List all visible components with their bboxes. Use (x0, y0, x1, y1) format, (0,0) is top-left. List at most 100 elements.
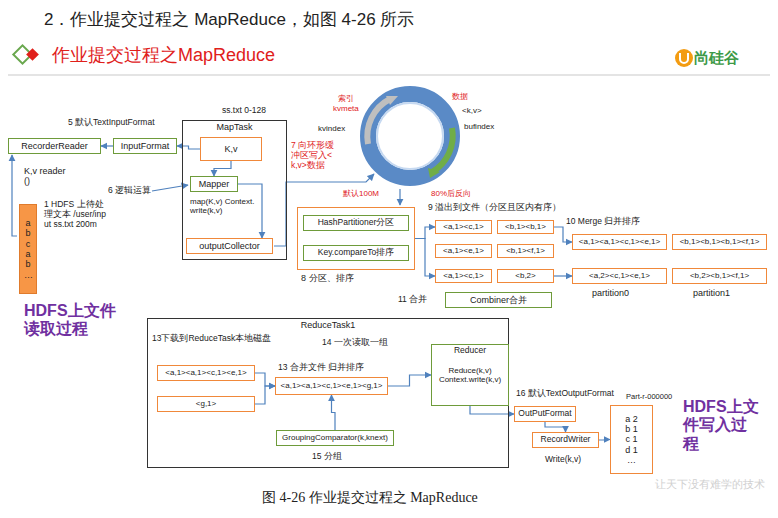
step-note: 14 一次读取一组 (322, 338, 388, 348)
text-holder: HDFS上文件读取过程 (24, 302, 124, 339)
step-note: 9 溢出到文件（分区且区内有序） (428, 203, 561, 213)
ring-arrow (432, 128, 453, 172)
flow-arrow (554, 227, 572, 242)
write-arrow (274, 174, 374, 246)
flow-arrow (388, 375, 431, 386)
spill-box: <a,1><e,1> (435, 244, 492, 258)
merge-box: <a,1><a,1><c,1><e,1> (572, 234, 667, 250)
step-note: 5 默认TextInputFormat (68, 118, 155, 128)
merge-box: <b,2><b,1><f,1> (672, 268, 767, 284)
box-text: <a,1><c,1> (443, 271, 483, 280)
text-holder: K,v reader() (24, 166, 66, 187)
process-box: GroupingComparator(k,knext) (276, 430, 394, 446)
text-holder: ss.txt 0-128 (222, 106, 266, 116)
box-text: <b,2><b,1><f,1> (690, 271, 749, 280)
text-holder: HDFS上文件写入过程 (683, 398, 761, 453)
text-holder: 16 默认TextOutputFormat (516, 389, 614, 399)
step-note: 15 分组 (312, 452, 342, 462)
box-text: GroupingComparator(k,knext) (282, 433, 388, 442)
text-holder: 14 一次读取一组 (322, 338, 388, 348)
spill-box: <b,2> (497, 269, 554, 283)
process-box: InputFormat (113, 138, 177, 154)
flow-arrow (599, 439, 610, 441)
box-text: a b c a b … (24, 218, 32, 280)
ring-buffer (368, 94, 452, 178)
text-holder: 2．作业提交过程之 MapReduce，如图 4-26 所示 (44, 10, 414, 30)
step-note: 13 合并文件 归并排序 (278, 363, 364, 373)
text-holder: <k,v> (462, 106, 482, 115)
ring-arrow (367, 99, 390, 144)
process-box: ReducerReduce(k,v) Context.write(k,v) (431, 344, 509, 406)
spill-arrow (399, 189, 400, 205)
box-text: Combiner合并 (470, 295, 527, 305)
process-box: RecorderReader (8, 138, 101, 154)
step-note: 6 逻辑运算 (108, 186, 151, 196)
merge-box: <a,1><a,1><c,1><e,1><g,1> (275, 377, 388, 395)
read-arrow (12, 155, 17, 236)
box-text: a 2 b 1 c 1 d 1 … (624, 414, 640, 466)
text-holder: 让天下没有难学的技术 (655, 478, 765, 491)
section-label: HDFS上文件读取过程 (24, 302, 124, 339)
record-box: K,v (200, 137, 262, 161)
code-note: map(K,v) Context.write(k,v) (190, 197, 260, 215)
text-holder: 9 溢出到文件（分区且区内有序） (428, 203, 561, 213)
box-text: <a,2><c,1><e,1> (589, 271, 650, 280)
text-holder: 11 合并 (398, 295, 427, 305)
header-rule (8, 75, 770, 76)
split-label: ss.txt 0-128 (222, 106, 266, 116)
merge-box: <g,1> (157, 396, 255, 412)
spill-box: <a,1><c,1> (435, 269, 492, 283)
text-holder: 7 向环形缓冲区写入<k,v>数据 (291, 141, 337, 170)
partition-label: partition0 (592, 288, 629, 298)
buffer-label: <k,v> (462, 106, 482, 115)
text-holder: 15 分组 (312, 452, 342, 462)
file-name: Part-r-000000 (626, 393, 672, 402)
box-text: outputCollector (199, 241, 260, 251)
task-box: MapTaskK,vMapper outputCollector (182, 120, 287, 260)
flow-arrow (415, 227, 435, 239)
process-box: Combiner合并 (445, 292, 552, 308)
document-title: 2．作业提交过程之 MapReduce，如图 4-26 所示 (44, 10, 414, 30)
file-strip: a b c a b … (19, 204, 37, 294)
text-holder: 13 合并文件 归并排序 (278, 363, 364, 373)
text-holder: 作业提交过程之MapReduce (52, 45, 275, 66)
box-text: Mapper (199, 179, 230, 189)
box-text: InputFormat (121, 141, 170, 151)
text-holder: 索引 (338, 94, 354, 103)
step-note: 11 合并 (398, 295, 427, 305)
box-text: <a,1><e,1> (443, 246, 484, 255)
step-note: 16 默认TextOutputFormat (516, 389, 614, 399)
buffer-label: 索引 (338, 94, 354, 103)
slide-heading: 作业提交过程之MapReduce (52, 45, 275, 66)
box-text: <a,1><a,1><c,1><e,1><g,1> (281, 381, 383, 390)
flow-arrow (214, 161, 231, 176)
box-text: <b,2> (515, 271, 535, 280)
step-note: K,v reader() (24, 166, 66, 187)
spill-box: <b,1><b,1> (497, 220, 554, 234)
box-text: RecorderReader (21, 141, 88, 151)
text-holder: 80%后反向 (431, 189, 471, 198)
text-holder: 1 HDFS 上待处理文本 /user/input ss.txt 200m (44, 200, 106, 229)
text-holder: Write(k,v) (545, 455, 581, 465)
output-file: a 2 b 1 c 1 d 1 … (610, 405, 653, 474)
process-box: Key.compareTo排序 (303, 245, 409, 261)
buffer-label: 默认100M (343, 189, 379, 198)
box-text: Reducer (454, 346, 486, 356)
ring-arrow (386, 96, 398, 105)
box-text: MapTask (216, 122, 252, 132)
merge-box: <a,1><a,1><c,1><e,1> (157, 365, 255, 381)
section-label: HDFS上文件写入过程 (683, 398, 761, 453)
logo-icon (675, 49, 693, 67)
text-holder: 默认100M (343, 189, 379, 198)
box-text: HashPartitioner分区 (318, 218, 395, 228)
process-box: outputCollector (186, 238, 273, 254)
buffer-label: 80%后反向 (431, 189, 471, 198)
flow-arrow (554, 275, 572, 276)
box-text: <a,1><c,1> (443, 222, 483, 231)
flow-arrow (238, 184, 262, 238)
box-text: <a,1><a,1><c,1><e,1> (165, 368, 246, 377)
buffer-label: bufindex (464, 122, 494, 131)
